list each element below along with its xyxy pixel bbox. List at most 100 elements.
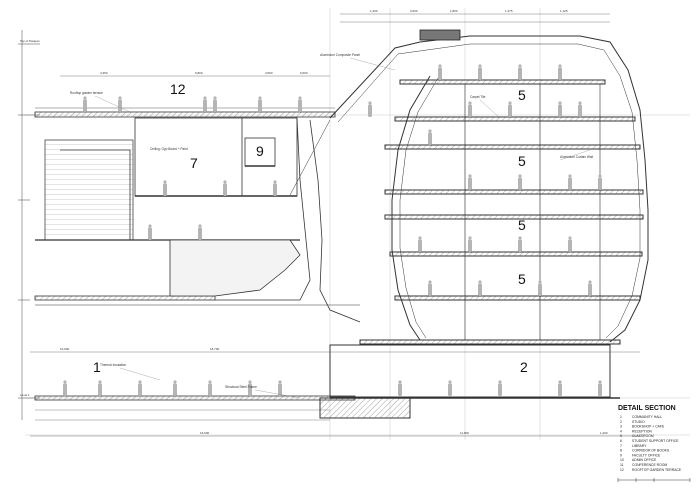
person-body bbox=[298, 99, 302, 112]
person-body bbox=[148, 227, 152, 240]
legend-item-label: ROOFTOP GARDEN TERRACE bbox=[632, 468, 682, 472]
person-body bbox=[518, 67, 522, 80]
person-body bbox=[508, 104, 512, 117]
people-silhouettes bbox=[63, 64, 602, 396]
person-body bbox=[98, 383, 102, 396]
person-head bbox=[578, 101, 582, 105]
room-number-5-c: 5 bbox=[518, 217, 526, 233]
top-dimensions bbox=[60, 13, 610, 77]
person-head bbox=[558, 101, 562, 105]
person-head bbox=[448, 380, 452, 384]
note-floor: Carpet Tile bbox=[470, 95, 486, 99]
person-body bbox=[568, 239, 572, 252]
person-body bbox=[428, 283, 432, 296]
person-body bbox=[498, 383, 502, 396]
person-head bbox=[418, 236, 422, 240]
person-body bbox=[448, 383, 452, 396]
person-body bbox=[598, 383, 602, 396]
person-body bbox=[173, 383, 177, 396]
person-head bbox=[163, 180, 167, 184]
person-body bbox=[468, 239, 472, 252]
person-head bbox=[203, 96, 207, 100]
legend-item-number: 1 bbox=[620, 415, 622, 419]
room-number-2: 2 bbox=[520, 359, 528, 375]
legend-item-label: STUDIO bbox=[632, 420, 645, 424]
legend-item-label: ADMIN OFFICE bbox=[632, 458, 657, 462]
person-head bbox=[568, 174, 572, 178]
person-body bbox=[258, 99, 262, 112]
legend-item-label: LIBRARY bbox=[632, 444, 647, 448]
person-body bbox=[213, 99, 217, 112]
person-head bbox=[518, 174, 522, 178]
person-body bbox=[398, 383, 402, 396]
person-body bbox=[438, 67, 442, 80]
person-head bbox=[568, 236, 572, 240]
note-roof: Rooftop garden terrace bbox=[70, 91, 103, 95]
legend-item-label: RECEPTION bbox=[632, 429, 652, 433]
person-head bbox=[258, 96, 262, 100]
legend-item-label: CORRIDOR OF BOOKS bbox=[632, 449, 670, 453]
person-head bbox=[63, 380, 67, 384]
dim-bot-3: 16,600 bbox=[200, 431, 210, 435]
person-body bbox=[138, 383, 142, 396]
room-number-5-b: 5 bbox=[518, 153, 526, 169]
person-body bbox=[273, 183, 277, 196]
person-head bbox=[558, 64, 562, 68]
person-head bbox=[273, 180, 277, 184]
legend-item-label: CLASSROOM bbox=[632, 434, 654, 438]
person-head bbox=[298, 96, 302, 100]
person-head bbox=[98, 380, 102, 384]
dim-top-1: 1,200 bbox=[370, 9, 378, 13]
dim-top-4: 1,375 bbox=[505, 9, 513, 13]
person-body bbox=[558, 383, 562, 396]
legend-item-label: STUDENT SUPPORT OFFICE bbox=[632, 439, 679, 443]
dim-bot-4: 11,800 bbox=[460, 431, 469, 435]
room-number-5-a: 5 bbox=[518, 87, 526, 103]
person-head bbox=[248, 380, 252, 384]
person-head bbox=[468, 174, 472, 178]
person-body bbox=[208, 383, 212, 396]
room-number-12: 12 bbox=[170, 81, 186, 97]
room-number-5-d: 5 bbox=[518, 271, 526, 287]
ramp-structure bbox=[169, 117, 361, 323]
dim-top-2: 3,000 bbox=[410, 9, 418, 13]
legend-title: DETAIL SECTION bbox=[618, 405, 676, 412]
legend-item-label: BOOKSHOP + CAFE bbox=[632, 425, 665, 429]
person-body bbox=[418, 239, 422, 252]
person-body bbox=[538, 283, 542, 296]
person-head bbox=[478, 280, 482, 284]
note-cladding: Aluminium Composite Panel bbox=[320, 53, 360, 57]
person-head bbox=[438, 64, 442, 68]
room-number-9: 9 bbox=[256, 143, 264, 159]
person-head bbox=[148, 224, 152, 228]
person-head bbox=[508, 101, 512, 105]
person-head bbox=[173, 380, 177, 384]
person-head bbox=[368, 101, 372, 105]
person-body bbox=[558, 67, 562, 80]
right-building-envelope bbox=[319, 35, 649, 419]
ground-level-label: Level 1 bbox=[20, 393, 30, 397]
person-body bbox=[223, 183, 227, 196]
person-head bbox=[428, 280, 432, 284]
room-number-7: 7 bbox=[190, 155, 198, 171]
person-body bbox=[428, 132, 432, 145]
person-body bbox=[598, 177, 602, 190]
person-head bbox=[223, 180, 227, 184]
dim-mid-4: 6,600 bbox=[300, 71, 308, 75]
note-steel: Structural Steel Frame bbox=[225, 385, 257, 389]
legend-item-number: 4 bbox=[620, 429, 622, 433]
person-head bbox=[598, 174, 602, 178]
legend-item-number: 3 bbox=[620, 425, 622, 429]
top-parapet-label: Top of Parapet bbox=[20, 39, 40, 43]
person-head bbox=[498, 380, 502, 384]
dim-mid-2: 6,800 bbox=[195, 71, 203, 75]
legend-item-number: 12 bbox=[620, 468, 624, 472]
person-head bbox=[518, 64, 522, 68]
dim-mid-1: 4,350 bbox=[100, 71, 108, 75]
person-head bbox=[538, 280, 542, 284]
legend-item-label: COMMUNITY HALL bbox=[632, 415, 662, 419]
person-body bbox=[568, 177, 572, 190]
